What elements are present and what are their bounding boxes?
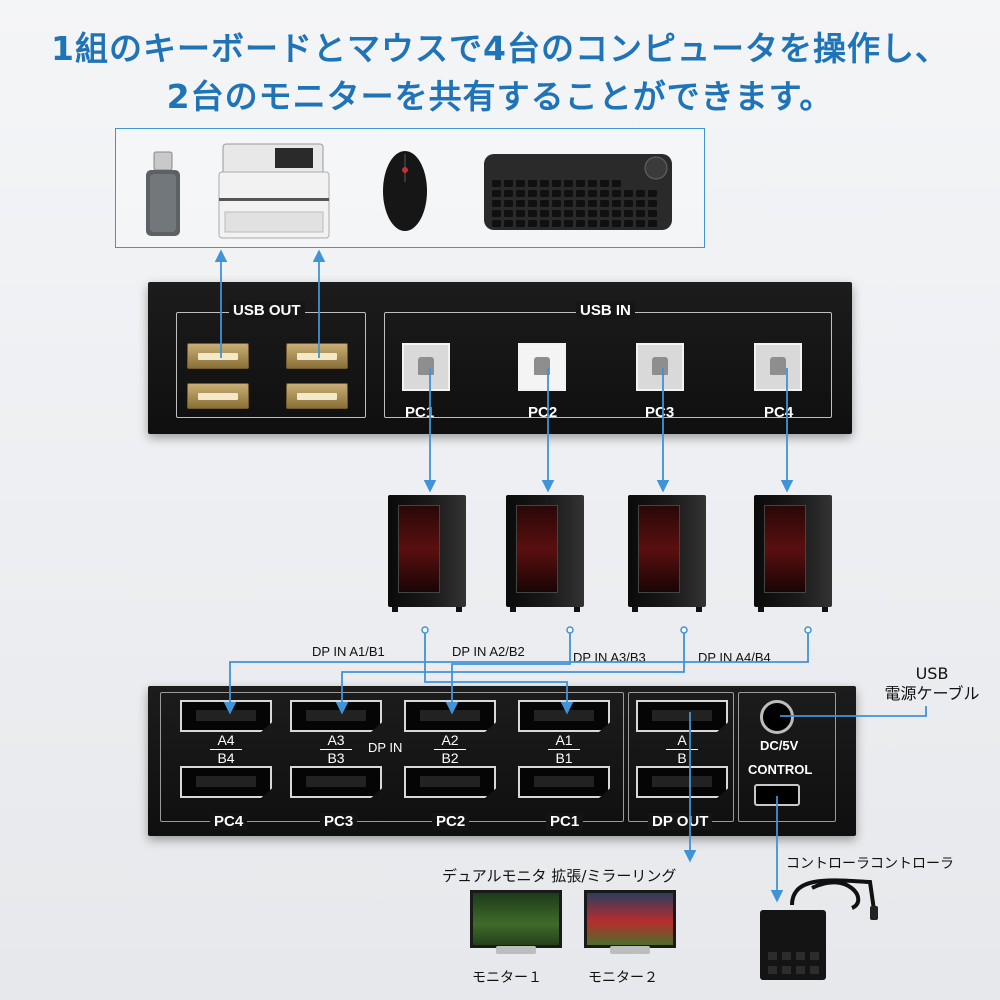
dp-in-port-a2 — [404, 700, 496, 732]
dp-in-pc4-label: PC4 — [210, 813, 248, 830]
dp-in-port-b1 — [518, 766, 610, 798]
usb-a-port-3 — [187, 383, 249, 409]
dp-in-port-a4 — [180, 700, 272, 732]
usb-in-pc3-label: PC3 — [645, 404, 675, 421]
usb-in-label: USB IN — [576, 302, 635, 319]
dp-in-pc2-label: PC2 — [432, 813, 470, 830]
dp-in-port-a3 — [290, 700, 382, 732]
dp-in-a4b4-label: DP IN A4/B4 — [698, 650, 771, 665]
dual-monitor-mode-label: デュアルモニタ 拡張/ミラーリング — [442, 867, 677, 885]
usb-a-port-2 — [286, 343, 348, 369]
wired-controller-icon — [760, 878, 878, 980]
usb-b-port-pc1 — [402, 343, 450, 391]
pc-tower-2 — [506, 495, 584, 612]
dp-out-port-a — [636, 700, 728, 732]
monitor-1-label: モニター１ — [472, 970, 542, 986]
usb-a-port-4 — [286, 383, 348, 409]
dp-in-a2b2-label: DP IN A2/B2 — [452, 644, 525, 659]
monitor-2-label: モニター２ — [588, 970, 658, 986]
mouse-icon — [383, 151, 427, 231]
control-label: CONTROL — [748, 762, 813, 777]
dp-in-center-label: DP IN — [368, 740, 403, 755]
headline-line-2: 2台のモニターを共有することができます。 — [166, 77, 834, 116]
dp-in-a1b1-label: DP IN A1/B1 — [312, 644, 385, 659]
monitor-1-stand — [496, 946, 536, 954]
monitor-1 — [470, 890, 562, 948]
usb-b-port-pc3 — [636, 343, 684, 391]
monitor-2-stand — [610, 946, 650, 954]
headline-line-1: 1組のキーボードとマウスで4台のコンピュータを操作し、 — [51, 29, 949, 68]
dp-out-port-b — [636, 766, 728, 798]
pc-tower-4 — [754, 495, 832, 612]
dp-in-port-b4 — [180, 766, 272, 798]
usb-b-port-pc4 — [754, 343, 802, 391]
usb-b-port-pc2 — [518, 343, 566, 391]
usb-in-pc1-label: PC1 — [405, 404, 435, 421]
control-port — [754, 784, 800, 806]
dp-point-pc3 — [680, 626, 688, 634]
usb-in-pc4-label: PC4 — [764, 404, 794, 421]
monitor-2 — [584, 890, 676, 948]
usb-a-port-1 — [187, 343, 249, 369]
printer-icon — [218, 143, 330, 239]
dp-point-pc4 — [804, 626, 812, 634]
dc-power-jack — [760, 700, 794, 734]
controller-label: コントローラコントローラ — [786, 856, 954, 872]
dp-point-pc2 — [566, 626, 574, 634]
dp-point-pc1 — [421, 626, 429, 634]
dc-5v-label: DC/5V — [760, 738, 799, 753]
dp-in-port-b3 — [290, 766, 382, 798]
dp-in-port-b2 — [404, 766, 496, 798]
usb-in-pc2-label: PC2 — [528, 404, 558, 421]
dp-in-pc1-label: PC1 — [546, 813, 584, 830]
usb-out-label: USB OUT — [229, 302, 305, 319]
dp-out-label: DP OUT — [648, 813, 713, 830]
dp-in-pc3-label: PC3 — [320, 813, 358, 830]
dp-in-a3b3-label: DP IN A3/B3 — [573, 650, 646, 665]
usb-power-cable-label: USB 電源ケーブル — [884, 664, 980, 703]
pc-tower-1 — [388, 495, 466, 612]
keyboard-icon — [484, 154, 672, 230]
usb-flash-drive-icon — [146, 151, 180, 236]
pc-tower-3 — [628, 495, 706, 612]
dp-in-port-a1 — [518, 700, 610, 732]
